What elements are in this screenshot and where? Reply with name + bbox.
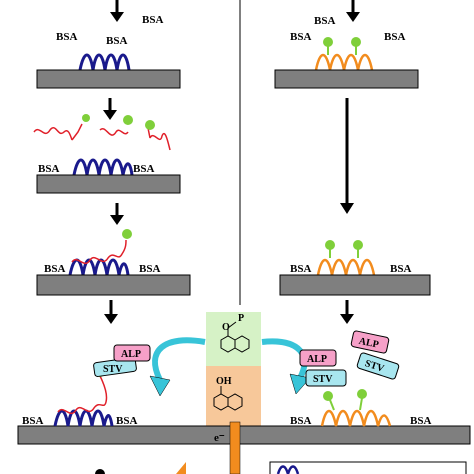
- conversion-arrow-left: [152, 337, 206, 382]
- electrode-surface: [36, 274, 191, 296]
- bsa-label: BSA: [56, 31, 77, 43]
- alp-label: ALP: [358, 336, 380, 351]
- naphthyl-phosphate-structure: [220, 321, 250, 353]
- probe-dna-strand: [78, 53, 131, 71]
- electrode-wire: [229, 421, 241, 474]
- ligand-tag: [353, 240, 363, 250]
- conversion-arrow-right-head: [289, 373, 311, 395]
- ligand-tag: [357, 389, 367, 399]
- electrode-surface: [274, 69, 419, 89]
- arrow-right-1-head: [346, 12, 360, 22]
- conversion-arrow-right: [261, 338, 308, 380]
- bsa-label: BSA: [290, 263, 311, 275]
- stv-block: [356, 352, 400, 380]
- bsa-label: BSA: [290, 31, 311, 43]
- ligand-tag: [123, 115, 133, 125]
- ligand-stem: [359, 397, 363, 411]
- oxygen-label: O: [222, 322, 230, 333]
- electrode-surface: [279, 274, 431, 296]
- alp-block: [350, 330, 390, 354]
- ligand-tag: [351, 37, 361, 47]
- conversion-arrow-left-head: [149, 375, 171, 397]
- bsa-label: BSA: [314, 15, 335, 27]
- aptamer-strand: [316, 258, 376, 276]
- bsa-label: BSA: [44, 263, 65, 275]
- bsa-label: BSA: [410, 415, 431, 427]
- aptamer-strand: [320, 409, 392, 427]
- aptamer-strand: [314, 53, 374, 71]
- arrow-right-2-head: [340, 203, 354, 214]
- legend-probe-strand: [276, 465, 300, 474]
- target-strand: [71, 123, 83, 141]
- bsa-label: BSA: [290, 415, 311, 427]
- ligand-tag: [82, 114, 90, 122]
- hybridized-target: [71, 239, 127, 265]
- stv-label: STV: [103, 364, 123, 375]
- alp-label: ALP: [307, 354, 327, 365]
- target-strand: [99, 128, 129, 136]
- target-strand: [147, 127, 171, 151]
- arrow-left-1-head: [110, 12, 124, 22]
- ligand-tag: [122, 229, 132, 239]
- probe-dna-strand: [72, 158, 134, 176]
- target-strand: [33, 127, 73, 141]
- bsa-label: BSA: [390, 263, 411, 275]
- bsa-label: BSA: [106, 35, 127, 47]
- stv-block: [305, 369, 347, 387]
- ligand-tag: [323, 391, 333, 401]
- product-panel: [206, 366, 261, 426]
- legend-box: [269, 461, 467, 474]
- electron-label: e⁻: [214, 432, 225, 444]
- bsa-label: BSA: [384, 31, 405, 43]
- arrow-left-2-head: [103, 110, 117, 120]
- ligand-tag: [325, 240, 335, 250]
- hydroxyl-label: OH: [216, 376, 232, 387]
- arrow-right-3-head: [340, 314, 354, 324]
- detection-electrode: [17, 425, 471, 445]
- probe-dna-strand: [68, 258, 130, 276]
- electrode-surface: [36, 69, 181, 89]
- naphthol-structure: [213, 386, 243, 411]
- alp-block: [113, 344, 151, 362]
- bsa-label: BSA: [139, 263, 160, 275]
- legend-marker: [176, 462, 186, 474]
- ligand-stem: [329, 399, 335, 411]
- alp-label: ALP: [121, 349, 141, 360]
- legend-marker: [95, 469, 105, 474]
- alp-block: [299, 349, 337, 367]
- ligand-tag: [145, 120, 155, 130]
- arrow-left-4-head: [104, 314, 118, 324]
- stv-label: STV: [313, 374, 333, 385]
- electrode-surface: [36, 174, 181, 194]
- ligand-tag: [323, 37, 333, 47]
- bsa-label: BSA: [142, 14, 163, 26]
- phosphate-label: P: [238, 313, 244, 324]
- probe-dna-strand: [53, 409, 114, 427]
- bsa-label: BSA: [22, 415, 43, 427]
- arrow-left-3-head: [110, 215, 124, 225]
- bsa-label: BSA: [38, 163, 59, 175]
- bsa-label: BSA: [116, 415, 137, 427]
- hybridized-target: [57, 375, 108, 415]
- bsa-label: BSA: [133, 163, 154, 175]
